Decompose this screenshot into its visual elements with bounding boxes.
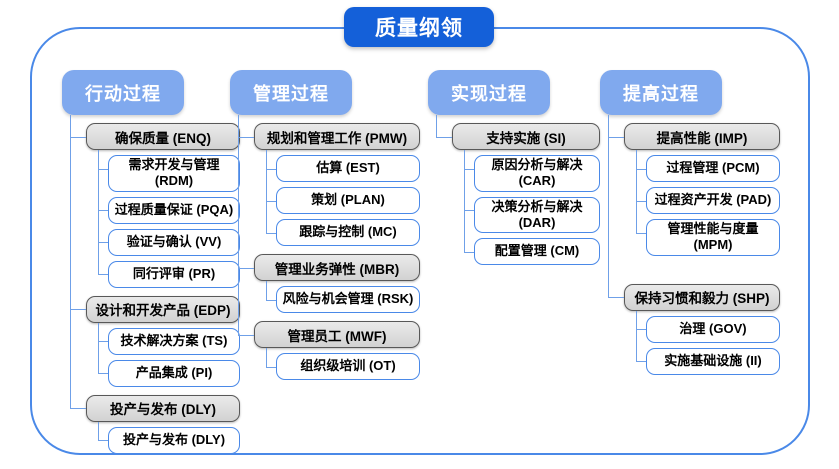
process-header-box[interactable]: 实现过程: [428, 70, 550, 115]
process-group: 确保质量 (ENQ) 需求开发与管理 (RDM) 过程质量保证 (PQA) 验证…: [70, 115, 240, 288]
group-list: 支持实施 (SI) 原因分析与解决 (CAR) 决策分析与解决 (DAR) 配置…: [436, 115, 600, 265]
process-group: 支持实施 (SI) 原因分析与解决 (CAR) 决策分析与解决 (DAR) 配置…: [436, 115, 600, 265]
group-box[interactable]: 管理业务弹性 (MBR): [254, 254, 420, 281]
leaf-box[interactable]: 跟踪与控制 (MC): [276, 219, 420, 246]
group-box[interactable]: 投产与发布 (DLY): [86, 394, 240, 422]
process-group: 管理业务弹性 (MBR) 风险与机会管理 (RSK): [238, 246, 420, 313]
process-column: 提高过程 提高性能 (IMP) 过程管理 (PCM) 过程资产开发 (PAD) …: [600, 70, 780, 375]
leaf-list: 需求开发与管理 (RDM) 过程质量保证 (PQA) 验证与确认 (VV) 同行…: [98, 150, 240, 288]
leaf-node: 过程资产开发 (PAD): [636, 182, 780, 214]
leaf-node: 验证与确认 (VV): [98, 223, 240, 256]
leaf-list: 估算 (EST) 策划 (PLAN) 跟踪与控制 (MC): [266, 150, 420, 246]
group-box[interactable]: 确保质量 (ENQ): [86, 123, 240, 150]
leaf-box[interactable]: 实施基础设施 (II): [646, 347, 780, 375]
leaf-box[interactable]: 同行评审 (PR): [108, 260, 240, 288]
leaf-box[interactable]: 需求开发与管理 (RDM): [108, 155, 240, 192]
leaf-node: 策划 (PLAN): [266, 182, 420, 214]
leaf-box[interactable]: 策划 (PLAN): [276, 187, 420, 214]
leaf-node: 投产与发布 (DLY): [98, 421, 240, 454]
process-group: 提高性能 (IMP) 过程管理 (PCM) 过程资产开发 (PAD) 管理性能与…: [608, 115, 780, 256]
leaf-box[interactable]: 过程管理 (PCM): [646, 155, 780, 182]
process-group: 保持习惯和毅力 (SHP) 治理 (GOV) 实施基础设施 (II): [608, 255, 780, 375]
process-group: 规划和管理工作 (PMW) 估算 (EST) 策划 (PLAN) 跟踪与控制 (…: [238, 115, 420, 246]
leaf-node: 跟踪与控制 (MC): [266, 214, 420, 246]
group-box[interactable]: 保持习惯和毅力 (SHP): [624, 283, 780, 311]
process-header-box[interactable]: 提高过程: [600, 70, 722, 115]
leaf-box[interactable]: 风险与机会管理 (RSK): [276, 286, 420, 313]
process-column: 实现过程 支持实施 (SI) 原因分析与解决 (CAR) 决策分析与解决 (DA…: [428, 70, 600, 265]
process-header-label: 提高过程: [623, 83, 699, 104]
leaf-box[interactable]: 估算 (EST): [276, 155, 420, 182]
leaf-node: 技术解决方案 (TS): [98, 322, 240, 355]
leaf-node: 实施基础设施 (II): [636, 342, 780, 375]
process-column: 行动过程 确保质量 (ENQ) 需求开发与管理 (RDM) 过程质量保证 (PQ…: [62, 70, 240, 454]
process-header-label: 行动过程: [85, 83, 161, 104]
leaf-node: 原因分析与解决 (CAR): [464, 150, 600, 192]
diagram-title[interactable]: 质量纲领: [344, 7, 494, 47]
group-list: 规划和管理工作 (PMW) 估算 (EST) 策划 (PLAN) 跟踪与控制 (…: [238, 115, 420, 380]
group-box[interactable]: 设计和开发产品 (EDP): [86, 295, 240, 323]
leaf-node: 过程质量保证 (PQA): [98, 191, 240, 224]
process-header-box[interactable]: 行动过程: [62, 70, 184, 115]
leaf-box[interactable]: 原因分析与解决 (CAR): [474, 155, 600, 192]
leaf-list: 原因分析与解决 (CAR) 决策分析与解决 (DAR) 配置管理 (CM): [464, 150, 600, 265]
group-list: 提高性能 (IMP) 过程管理 (PCM) 过程资产开发 (PAD) 管理性能与…: [608, 115, 780, 375]
process-header-label: 实现过程: [451, 83, 527, 104]
leaf-node: 产品集成 (PI): [98, 354, 240, 387]
leaf-list: 过程管理 (PCM) 过程资产开发 (PAD) 管理性能与度量 (MPM): [636, 150, 780, 256]
group-box[interactable]: 规划和管理工作 (PMW): [254, 123, 420, 150]
leaf-node: 决策分析与解决 (DAR): [464, 191, 600, 233]
leaf-box[interactable]: 产品集成 (PI): [108, 359, 240, 387]
leaf-list: 投产与发布 (DLY): [98, 421, 240, 454]
group-box[interactable]: 提高性能 (IMP): [624, 123, 780, 150]
process-header-label: 管理过程: [253, 83, 329, 104]
leaf-node: 治理 (GOV): [636, 310, 780, 343]
leaf-list: 组织级培训 (OT): [266, 348, 420, 380]
leaf-list: 治理 (GOV) 实施基础设施 (II): [636, 310, 780, 375]
leaf-box[interactable]: 过程质量保证 (PQA): [108, 196, 240, 224]
leaf-node: 配置管理 (CM): [464, 233, 600, 265]
leaf-node: 需求开发与管理 (RDM): [98, 150, 240, 192]
leaf-node: 同行评审 (PR): [98, 255, 240, 288]
process-group: 设计和开发产品 (EDP) 技术解决方案 (TS) 产品集成 (PI): [70, 287, 240, 387]
leaf-node: 风险与机会管理 (RSK): [266, 281, 420, 313]
leaf-box[interactable]: 配置管理 (CM): [474, 238, 600, 265]
leaf-box[interactable]: 验证与确认 (VV): [108, 228, 240, 256]
group-box[interactable]: 支持实施 (SI): [452, 123, 600, 150]
process-group: 投产与发布 (DLY) 投产与发布 (DLY): [70, 386, 240, 454]
leaf-node: 过程管理 (PCM): [636, 150, 780, 182]
leaf-box[interactable]: 过程资产开发 (PAD): [646, 187, 780, 214]
leaf-box[interactable]: 治理 (GOV): [646, 315, 780, 343]
leaf-box[interactable]: 决策分析与解决 (DAR): [474, 196, 600, 233]
process-column: 管理过程 规划和管理工作 (PMW) 估算 (EST) 策划 (PLAN) 跟踪…: [230, 70, 420, 380]
leaf-box[interactable]: 技术解决方案 (TS): [108, 327, 240, 355]
process-group: 管理员工 (MWF) 组织级培训 (OT): [238, 313, 420, 380]
leaf-node: 管理性能与度量 (MPM): [636, 214, 780, 256]
process-header-box[interactable]: 管理过程: [230, 70, 352, 115]
leaf-node: 估算 (EST): [266, 150, 420, 182]
leaf-node: 组织级培训 (OT): [266, 348, 420, 380]
leaf-list: 技术解决方案 (TS) 产品集成 (PI): [98, 322, 240, 387]
leaf-box[interactable]: 组织级培训 (OT): [276, 353, 420, 380]
group-list: 确保质量 (ENQ) 需求开发与管理 (RDM) 过程质量保证 (PQA) 验证…: [70, 115, 240, 454]
leaf-box[interactable]: 管理性能与度量 (MPM): [646, 219, 780, 256]
leaf-list: 风险与机会管理 (RSK): [266, 281, 420, 313]
group-box[interactable]: 管理员工 (MWF): [254, 321, 420, 348]
leaf-box[interactable]: 投产与发布 (DLY): [108, 426, 240, 454]
